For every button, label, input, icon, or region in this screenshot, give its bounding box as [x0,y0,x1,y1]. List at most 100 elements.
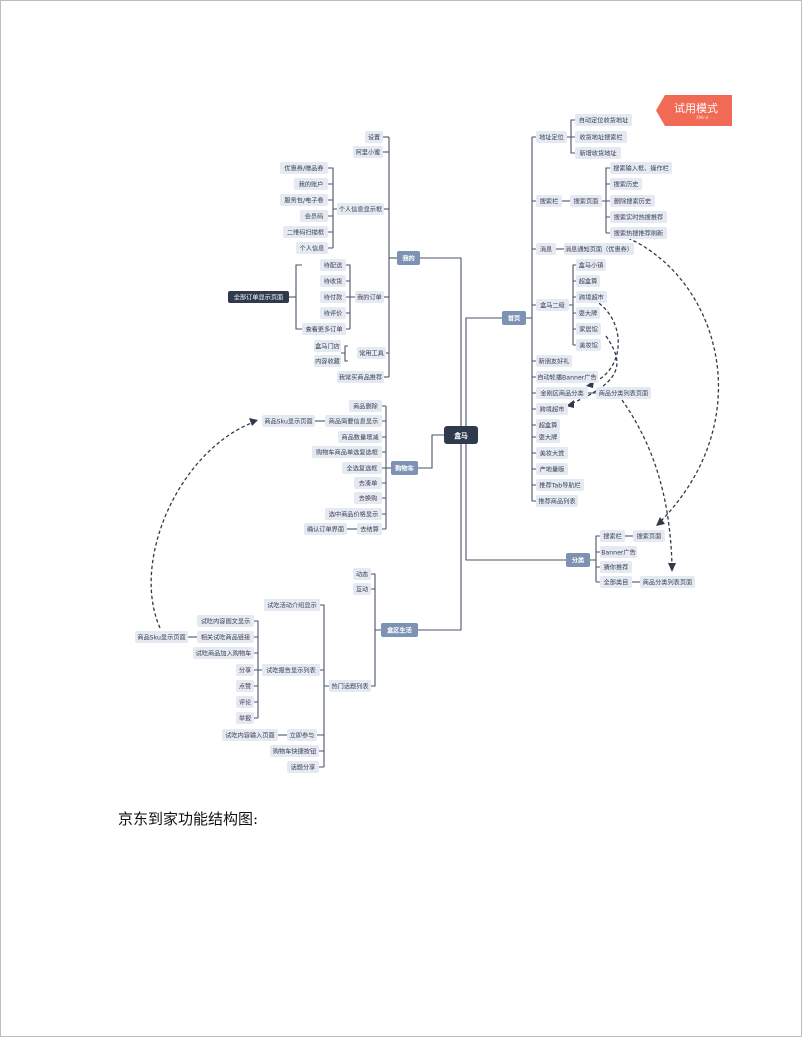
svg-text:全部订单显示页面: 全部订单显示页面 [234,294,284,302]
node-address-item: 自动定位收货地址 [575,114,632,126]
svg-text:首页: 首页 [508,315,520,323]
svg-text:我的订单: 我的订单 [357,294,382,302]
dashed-arrows [150,237,720,629]
node-life-sku-page: 商品Sku显示页面 [135,631,188,643]
svg-text:自动定位收货地址: 自动定位收货地址 [579,117,629,125]
node-search-item: 删除搜索历史 [610,195,655,207]
svg-text:去凑单: 去凑单 [359,480,378,488]
svg-text:商品简要信息显示: 商品简要信息显示 [329,418,379,426]
svg-text:设置: 设置 [368,134,380,142]
connector-lines [188,119,640,768]
svg-text:耍大牌: 耍大牌 [579,310,598,318]
node-recommend: 我常买商品推荐 [337,371,384,383]
node-report-item: 评论 [236,696,254,708]
svg-text:家居馆: 家居馆 [579,326,598,334]
svg-text:搜索输入框、操作栏: 搜索输入框、操作栏 [613,165,669,173]
branch-home: 首页 [502,311,526,325]
svg-text:全部类目: 全部类目 [604,579,629,587]
node-cart-item: 商品删除 [349,400,382,412]
root-label: 盒马 [453,431,468,440]
svg-text:购物车商品单选复选框: 购物车商品单选复选框 [316,449,378,457]
svg-text:选中商品价格显示: 选中商品价格显示 [329,511,379,519]
svg-text:待付款: 待付款 [324,294,343,302]
node-profile-item: 我的账户 [294,178,328,190]
node-level2: 盒马二级 [536,299,569,311]
node-report-item: 试吃商品加入购物车 [193,647,254,659]
node-report-item: 相关试吃商品链接 [197,631,254,643]
svg-text:评论: 评论 [239,699,252,707]
node-home-item: 自动轮播Banner广告 [536,371,598,383]
svg-text:消息: 消息 [540,246,552,254]
node-order-item: 查看更多订单 [302,323,346,335]
svg-text:待收货: 待收货 [324,278,343,286]
svg-text:内容收藏: 内容收藏 [315,358,340,366]
node-home-item: 推荐商品列表 [536,495,578,507]
node-home-item: 跨境超市 [536,403,568,415]
svg-text:个人信息: 个人信息 [300,245,325,253]
svg-text:搜索实时热搜推荐: 搜索实时热搜推荐 [614,214,664,222]
node-level2-item: 耍大牌 [576,307,600,319]
node-topic-share: 话题分享 [287,761,319,773]
svg-text:热门话题列表: 热门话题列表 [331,683,368,691]
node-order-item: 待评价 [320,307,346,319]
watermark-subtitle: XMind ◦ ◦ [696,115,716,120]
node-search-item: 搜索历史 [610,178,642,190]
node-cart-item: 去凑单 [354,477,382,489]
node-orders: 我的订单 [355,291,384,303]
svg-text:跨境超市: 跨境超市 [540,406,565,414]
svg-text:搜索页面: 搜索页面 [637,533,662,541]
node-search-bar: 搜索栏 [536,195,562,207]
node-level2-item: 家居馆 [576,323,601,335]
node-address: 地址定位 [536,131,567,143]
node-report-list: 试吃报告显示列表 [262,664,320,676]
svg-text:搜索热搜推荐刷新: 搜索热搜推荐刷新 [614,230,664,238]
node-home-item: 耍大牌 [536,431,560,443]
svg-text:我的账户: 我的账户 [299,181,324,189]
branch-category: 分类 [566,553,590,567]
node-cat-search-page: 搜索页面 [633,530,665,542]
svg-text:盒马二级: 盒马二级 [540,302,565,310]
node-cat-search: 搜索栏 [600,530,625,542]
node-join-page: 试吃内容输入页面 [222,729,278,741]
svg-text:超盒算: 超盒算 [539,422,558,430]
svg-text:购物车: 购物车 [395,465,414,473]
svg-text:新增收货地址: 新增收货地址 [579,150,616,158]
svg-text:盒马门店: 盒马门店 [315,343,340,351]
branch-mine: 我的 [397,251,420,265]
svg-text:我的: 我的 [402,255,414,263]
svg-text:删除搜索历史: 删除搜索历史 [614,198,651,206]
figure-caption: 京东到家功能结构图: [118,810,259,828]
svg-text:Banner广告: Banner广告 [601,549,636,557]
node-address-item: 收货地址搜索栏 [575,131,627,143]
svg-text:二维码扫描框: 二维码扫描框 [287,229,324,237]
svg-text:去结算: 去结算 [360,526,379,534]
node-cart-item: 选中商品价格显示 [325,508,382,520]
node-search-page: 搜索页面 [570,195,602,207]
svg-text:全选复选框: 全选复选框 [347,465,378,473]
node-life-item: 热门话题列表 [329,680,371,692]
watermark-title: 试用模式 [674,102,718,115]
node-cart-shortcut: 购物车快捷按钮 [270,745,319,757]
node-profile: 个人信息显示框 [337,203,384,215]
svg-text:互动: 互动 [356,587,368,594]
svg-text:金刚区商品分类: 金刚区商品分类 [540,390,583,398]
svg-text:产地量贩: 产地量贩 [540,466,565,474]
svg-text:消息通知页面（优惠券）: 消息通知页面（优惠券） [565,246,633,254]
node-cart-item: 全选复选框 [342,462,382,474]
svg-text:试吃内容输入页面: 试吃内容输入页面 [225,732,275,740]
svg-text:盒区生活: 盒区生活 [386,627,413,635]
root-node: 盒马 [444,426,478,444]
svg-text:优惠券/赠品券: 优惠券/赠品券 [284,165,324,173]
svg-text:猜你推荐: 猜你推荐 [604,564,629,572]
node-confirm-order: 确认订单界面 [304,523,347,535]
node-cart-sku-page: 商品Sku显示页面 [262,415,315,427]
svg-text:商品Sku显示页面: 商品Sku显示页面 [264,418,312,426]
svg-text:盒马小镇: 盒马小镇 [579,262,604,270]
node-cat-all: 全部类目 [600,576,632,588]
node-home-item: 美妆大赏 [536,447,568,459]
svg-text:跨境超市: 跨境超市 [579,294,604,302]
svg-text:试吃内容图文显示: 试吃内容图文显示 [201,618,251,626]
svg-text:个人信息显示框: 个人信息显示框 [339,206,382,214]
svg-text:美妆大赏: 美妆大赏 [540,450,565,458]
node-cat-guess: 猜你推荐 [600,561,632,573]
